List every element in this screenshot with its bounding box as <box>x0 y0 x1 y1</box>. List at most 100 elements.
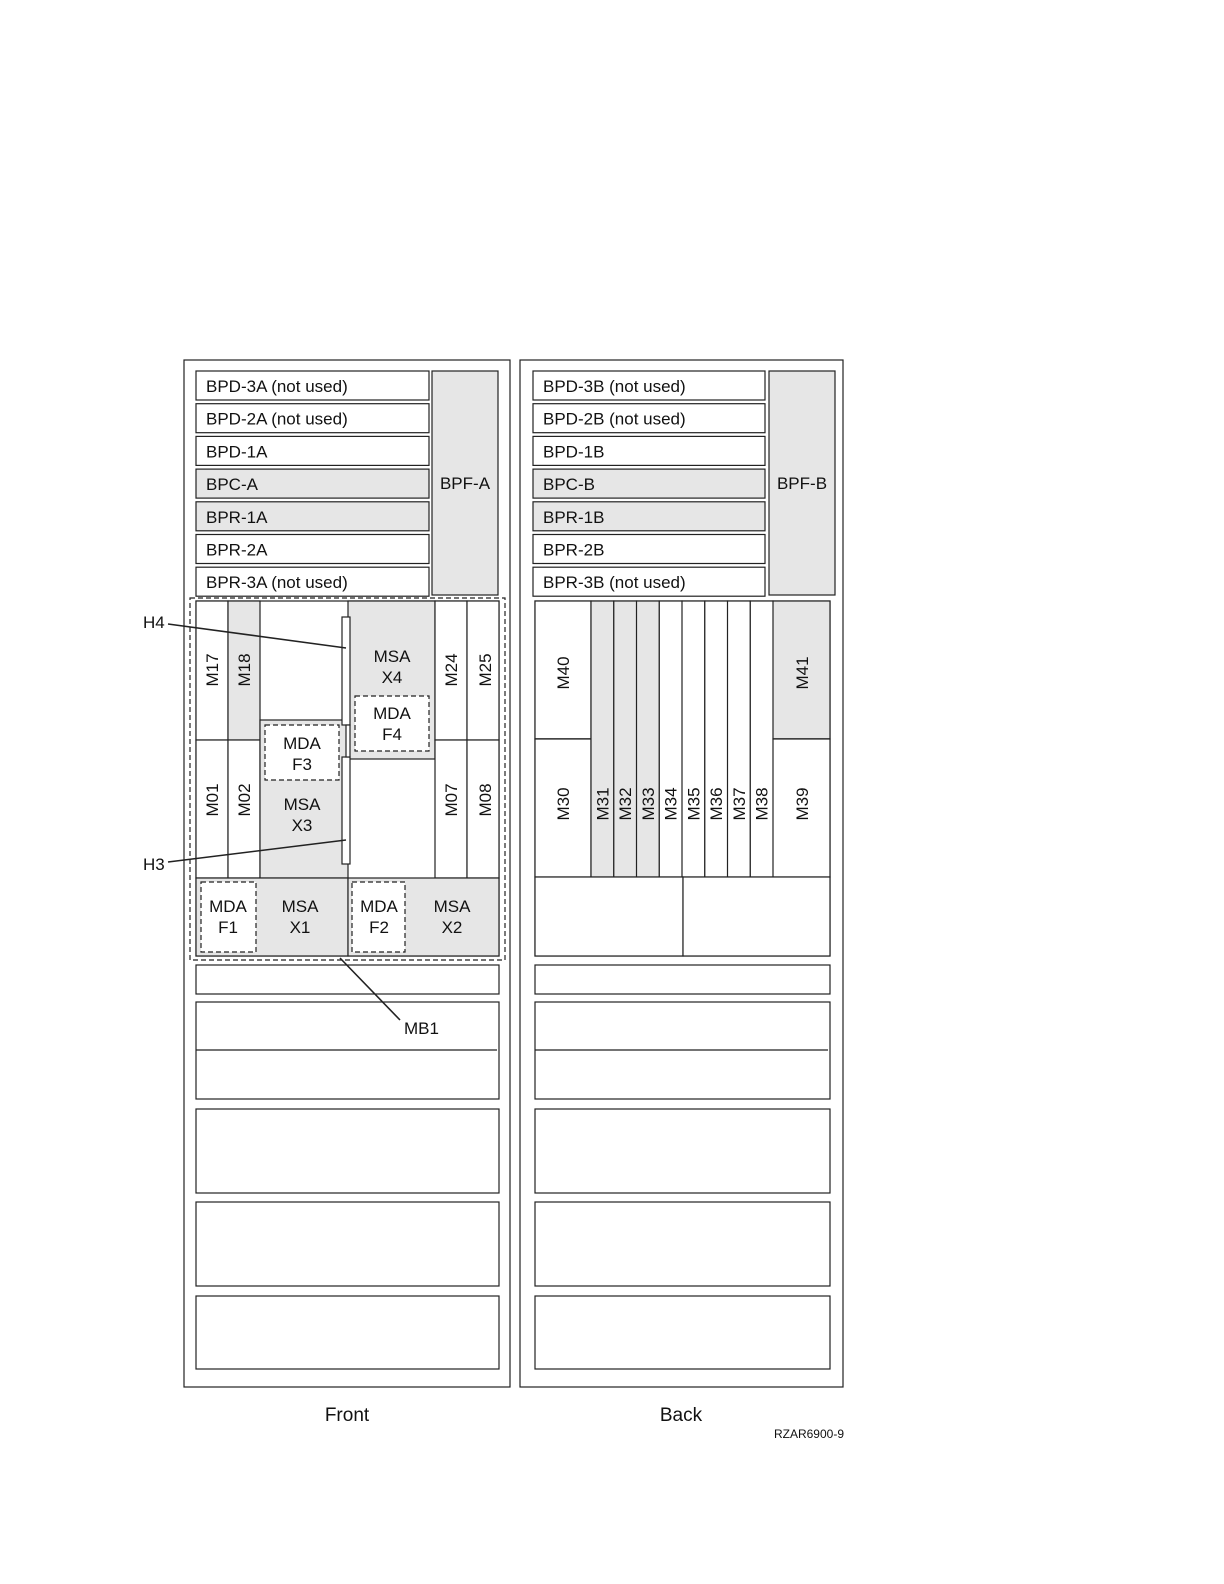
msa-x2-line1: MSA <box>434 897 472 916</box>
front-row-label-4: BPR-1A <box>206 508 268 527</box>
connector-h4 <box>341 616 351 726</box>
mda-f4-line1: MDA <box>373 704 411 723</box>
slot-m32-label: M32 <box>616 787 635 820</box>
slot-m39 <box>772 738 831 878</box>
mda-f3-line1: MDA <box>283 734 321 753</box>
front-row-2 <box>195 435 430 466</box>
slot-m30-label: M30 <box>554 787 573 820</box>
slot-m25 <box>466 600 500 741</box>
slot-m18 <box>227 600 261 741</box>
slot-m24-label: M24 <box>442 653 461 686</box>
back-row-1 <box>532 403 766 434</box>
connector-bridge <box>345 724 351 758</box>
back-row-label-0: BPD-3B (not used) <box>543 377 686 396</box>
slot-m37 <box>726 600 751 878</box>
bpf-b-label: BPF-B <box>777 474 827 493</box>
back-row-label-5: BPR-2B <box>543 541 604 560</box>
msa-x2-line2: X2 <box>442 918 463 937</box>
mb1-label: MB1 <box>404 1019 439 1038</box>
slot-m34-label: M34 <box>662 787 681 820</box>
slot-m39-label: M39 <box>793 787 812 820</box>
slot-m41-label: M41 <box>793 656 812 689</box>
front-row-label-3: BPC-A <box>206 475 259 494</box>
back-bay-3 <box>534 1108 831 1194</box>
front-bay-4 <box>195 1201 500 1287</box>
back-power-rows: BPD-3B (not used) BPD-2B (not used) BPD-1B… <box>532 370 766 597</box>
back-lower-right-bay <box>682 876 831 957</box>
back-bay-1 <box>534 964 831 995</box>
mda-f4-line2: F4 <box>382 725 402 744</box>
h4-leader <box>167 623 347 649</box>
slot-m24 <box>434 600 468 741</box>
slot-m36 <box>704 600 729 878</box>
back-row-2 <box>532 435 766 466</box>
front-row-6 <box>195 566 430 597</box>
mb1-board: M17 M18 M01 M02 MDA F3 MSA X3 MSA X4 MDA… <box>189 597 506 961</box>
slot-m08 <box>466 739 500 879</box>
back-row-label-3: BPC-B <box>543 475 595 494</box>
back-row-3 <box>532 468 766 499</box>
h3-leader <box>167 839 347 863</box>
slot-m40-label: M40 <box>554 656 573 689</box>
front-row-label-6: BPR-3A (not used) <box>206 573 348 592</box>
slot-m02-label: M02 <box>235 783 254 816</box>
slot-m07-label: M07 <box>442 783 461 816</box>
mda-f1-line1: MDA <box>209 897 247 916</box>
slot-m31-label: M31 <box>593 787 612 820</box>
back-lower-left-bay <box>534 876 684 957</box>
figure-id: RZAR6900-9 <box>774 1427 844 1441</box>
h3-label: H3 <box>143 855 165 874</box>
back-row-0 <box>532 370 766 401</box>
slot-m35-label: M35 <box>684 787 703 820</box>
slot-m02 <box>227 739 261 879</box>
mda-f4-card <box>354 695 430 752</box>
slot-m01-label: M01 <box>203 783 222 816</box>
msa-x1-line2: X1 <box>290 918 311 937</box>
front-caption: Front <box>325 1405 370 1426</box>
front-row-1 <box>195 403 430 434</box>
bpf-b-box <box>768 370 836 596</box>
mb1-leader <box>339 957 401 1021</box>
back-caption: Back <box>660 1405 703 1426</box>
mda-f1-card <box>200 881 257 953</box>
back-row-label-6: BPR-3B (not used) <box>543 573 686 592</box>
back-row-label-1: BPD-2B (not used) <box>543 410 686 429</box>
msa-x3-line2: X3 <box>292 816 313 835</box>
front-bay-5 <box>195 1295 500 1370</box>
back-bay-5 <box>534 1295 831 1370</box>
mda-f2-line2: F2 <box>369 918 389 937</box>
mda-f3-line2: F3 <box>292 755 312 774</box>
msa-x3-line1: MSA <box>284 795 322 814</box>
back-row-label-2: BPD-1B <box>543 442 604 461</box>
back-row-6 <box>532 566 766 597</box>
front-row-label-1: BPD-2A (not used) <box>206 410 348 429</box>
msa-x1-line1: MSA <box>282 897 320 916</box>
slot-m33 <box>635 600 660 878</box>
front-row-label-0: BPD-3A (not used) <box>206 377 348 396</box>
slot-m18-label: M18 <box>235 653 254 686</box>
bpf-a-box <box>431 370 499 596</box>
slot-m36-label: M36 <box>707 787 726 820</box>
slot-m38 <box>749 600 774 878</box>
front-row-0 <box>195 370 430 401</box>
back-bay-4 <box>534 1201 831 1287</box>
front-row-label-5: BPR-2A <box>206 541 268 560</box>
slot-m30 <box>534 738 592 878</box>
slot-m35 <box>681 600 706 878</box>
front-row-5 <box>195 533 430 565</box>
mb1-boundary <box>189 597 506 961</box>
slot-m31 <box>590 600 615 878</box>
back-row-5 <box>532 533 766 565</box>
mda-f1-line2: F1 <box>218 918 238 937</box>
back-view: BPD-3B (not used) BPD-2B (not used) BPD-1B… <box>519 359 844 1426</box>
mda-f3-card <box>264 724 340 781</box>
front-row-4 <box>195 501 430 532</box>
slot-m33-label: M33 <box>639 787 658 820</box>
slot-m34 <box>658 600 683 878</box>
mda-f2-line1: MDA <box>360 897 398 916</box>
mda-f2-card <box>351 881 406 953</box>
bpf-a-label: BPF-A <box>440 474 491 493</box>
slot-m17-label: M17 <box>203 653 222 686</box>
